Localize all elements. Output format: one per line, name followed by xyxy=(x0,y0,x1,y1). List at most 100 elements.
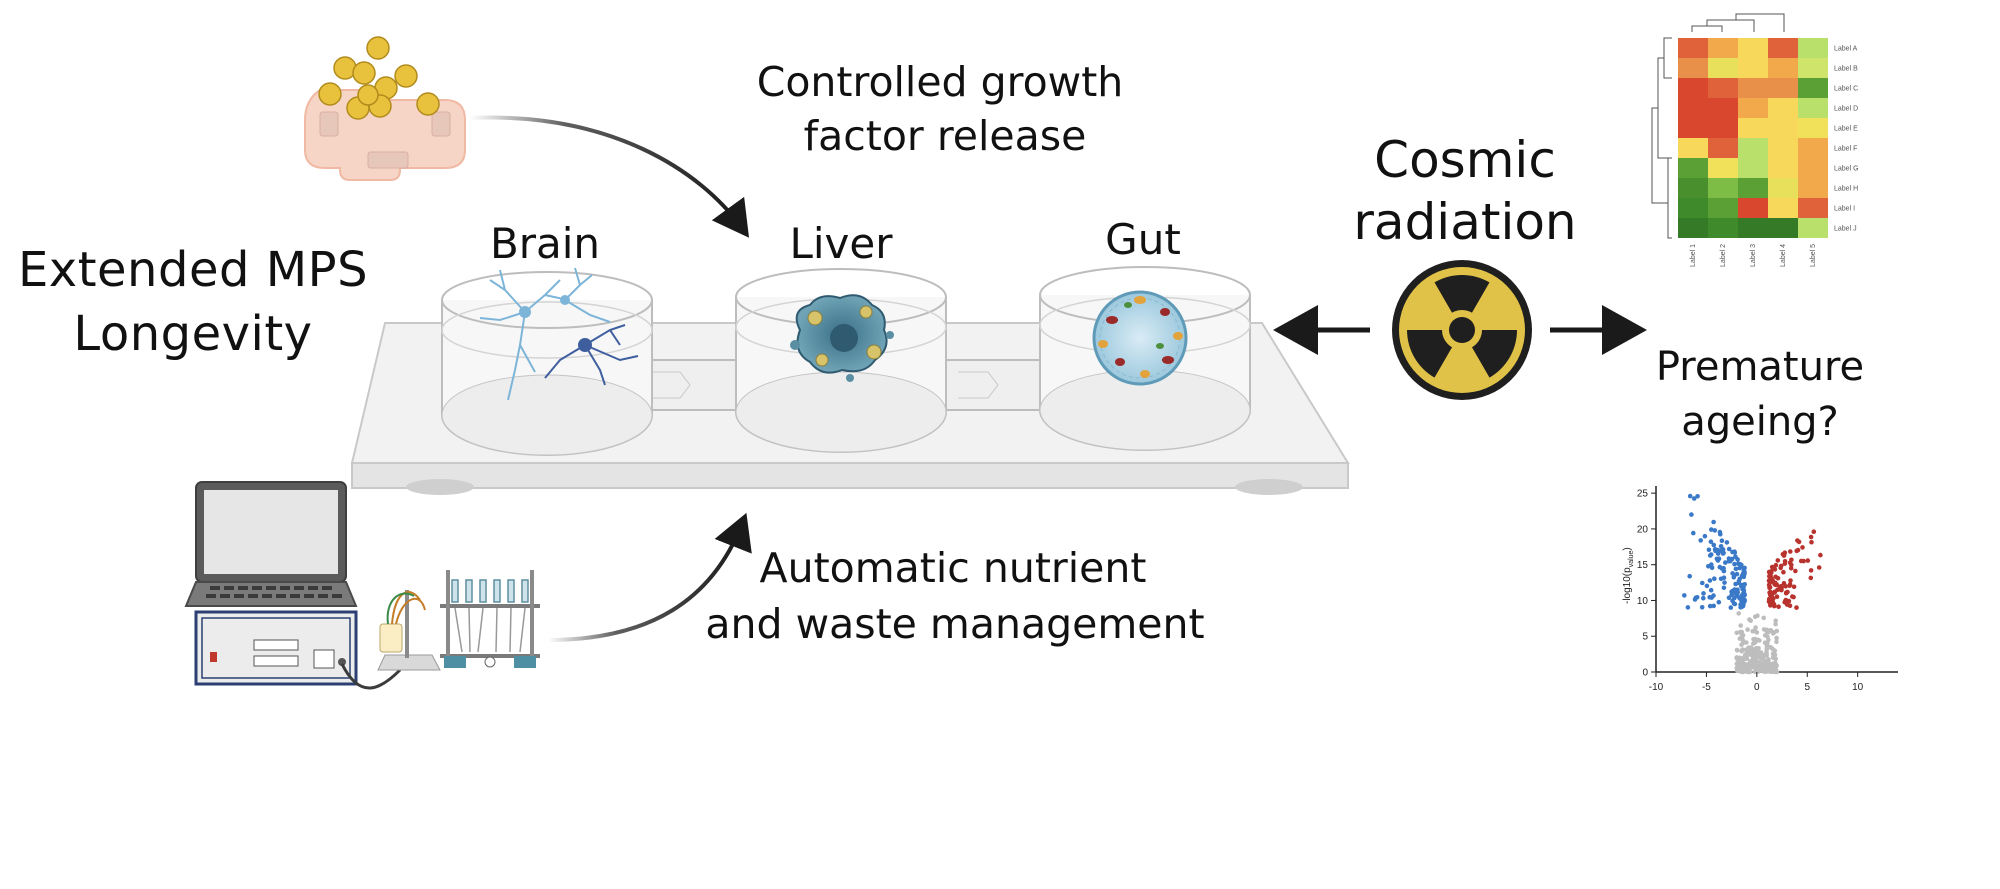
gut-well xyxy=(1039,266,1251,451)
heatmap-cell xyxy=(1798,118,1828,138)
syringe-pump xyxy=(440,570,540,668)
volcano-point xyxy=(1753,651,1758,657)
volcano-point xyxy=(1711,593,1716,598)
heatmap-row-label: Label D xyxy=(1834,106,1858,113)
volcano-point xyxy=(1732,573,1737,578)
volcano-point xyxy=(1733,566,1739,572)
volcano-y-tick-label: 10 xyxy=(1637,596,1649,607)
volcano-y-tick-label: 20 xyxy=(1637,524,1649,535)
volcano-point xyxy=(1707,553,1713,558)
liver-organoid xyxy=(790,294,894,382)
volcano-point xyxy=(1754,668,1759,674)
volcano-point xyxy=(1732,595,1737,601)
volcano-point xyxy=(1771,602,1777,607)
volcano-point xyxy=(1781,552,1787,557)
volcano-point xyxy=(1757,638,1762,643)
volcano-point xyxy=(1685,605,1691,610)
heatmap-cell xyxy=(1678,198,1708,218)
volcano-point xyxy=(1709,527,1714,532)
volcano-y-tick-label: 15 xyxy=(1637,560,1649,571)
title-line-2: Longevity xyxy=(73,306,313,362)
volcano-point xyxy=(1765,662,1770,667)
volcano-point xyxy=(1774,639,1779,645)
volcano-point xyxy=(1702,533,1708,539)
volcano-point xyxy=(1735,666,1740,671)
volcano-point xyxy=(1788,578,1793,583)
volcano-point xyxy=(1768,644,1773,650)
volcano-point xyxy=(1711,519,1716,525)
volcano-point xyxy=(1773,618,1778,623)
volcano-point xyxy=(1766,657,1771,663)
growth-factor-arrow xyxy=(469,115,750,238)
heatmap-cell xyxy=(1738,138,1768,158)
heatmap-cell xyxy=(1738,198,1768,218)
volcano-point xyxy=(1737,561,1743,567)
volcano-point xyxy=(1761,652,1767,658)
volcano-point xyxy=(1723,560,1728,565)
growth-factor-icon xyxy=(304,36,466,181)
volcano-point xyxy=(1801,558,1806,564)
volcano-point xyxy=(1719,538,1725,543)
heatmap-cell xyxy=(1678,138,1708,158)
volcano-point xyxy=(1729,592,1734,598)
volcano-point xyxy=(1741,602,1746,608)
volcano-point xyxy=(1741,572,1747,577)
volcano-point xyxy=(1811,529,1817,534)
heatmap-col-label: Label 4 xyxy=(1780,244,1787,267)
volcano-x-tick-label: -10 xyxy=(1649,682,1664,693)
volcano-point xyxy=(1794,548,1799,554)
volcano-point xyxy=(1709,565,1715,570)
nutrient-line-1: Automatic nutrient xyxy=(759,544,1147,592)
volcano-point xyxy=(1767,585,1772,591)
heatmap-cell xyxy=(1678,178,1708,198)
heatmap-cell xyxy=(1738,118,1768,138)
volcano-point xyxy=(1782,600,1787,605)
volcano-point xyxy=(1747,617,1752,622)
volcano-point xyxy=(1744,640,1749,645)
volcano-point xyxy=(1726,546,1732,552)
volcano-point xyxy=(1772,567,1778,572)
volcano-point xyxy=(1788,549,1793,554)
volcano-point xyxy=(1781,581,1787,586)
volcano-point xyxy=(1729,589,1734,594)
heatmap-cell xyxy=(1678,158,1708,178)
volcano-point xyxy=(1742,592,1747,598)
ageing-line-2: ageing? xyxy=(1681,399,1839,445)
volcano-point xyxy=(1767,580,1773,586)
volcano-point xyxy=(1704,583,1710,589)
volcano-point xyxy=(1753,656,1759,662)
volcano-point xyxy=(1778,583,1784,589)
volcano-point xyxy=(1785,589,1790,595)
volcano-point xyxy=(1715,551,1721,556)
heatmap-col-label: Label 5 xyxy=(1810,244,1817,267)
volcano-point xyxy=(1768,570,1773,576)
volcano-point xyxy=(1757,666,1762,672)
volcano-point xyxy=(1778,565,1783,571)
volcano-x-tick-label: 5 xyxy=(1804,682,1810,693)
volcano-point xyxy=(1734,630,1740,636)
heatmap-cell xyxy=(1678,78,1708,98)
heatmap-cell xyxy=(1798,38,1828,58)
volcano-point xyxy=(1816,565,1822,570)
radiation-icon xyxy=(1392,260,1532,400)
heatmap-cell xyxy=(1678,218,1708,238)
volcano-point xyxy=(1738,623,1743,628)
volcano-point xyxy=(1767,597,1772,603)
volcano-point xyxy=(1771,664,1776,669)
volcano-point xyxy=(1808,568,1814,573)
volcano-point xyxy=(1793,568,1798,574)
heatmap-cell xyxy=(1708,158,1738,178)
heatmap-cell xyxy=(1708,58,1738,78)
volcano-point xyxy=(1707,578,1713,583)
volcano-point xyxy=(1695,494,1700,499)
volcano-point xyxy=(1787,603,1793,608)
volcano-point xyxy=(1707,603,1713,609)
heatmap-row-label: Label F xyxy=(1834,146,1857,153)
volcano-y-label: -log10(pvalue) xyxy=(1622,547,1635,604)
volcano-point xyxy=(1761,627,1767,632)
volcano-point xyxy=(1818,552,1823,558)
heatmap-cell xyxy=(1678,118,1708,138)
volcano-point xyxy=(1773,574,1778,580)
heatmap-cell xyxy=(1738,158,1768,178)
